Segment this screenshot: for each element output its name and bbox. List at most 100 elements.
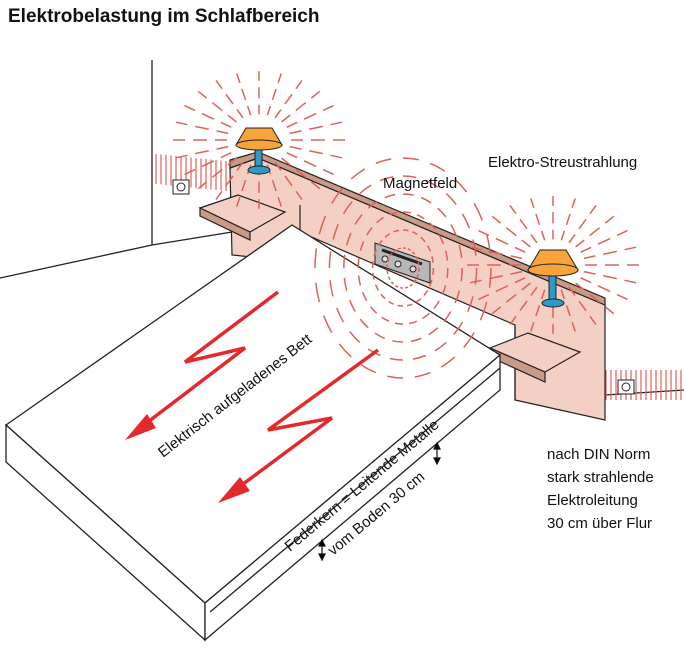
radiation-dash — [519, 218, 528, 230]
magnetic-field-arc — [388, 300, 394, 305]
radiation-dash — [624, 246, 637, 251]
magnetic-field-arc — [390, 281, 395, 285]
magnetic-field-arc — [372, 272, 375, 280]
radiation-dash — [489, 275, 503, 280]
radiation-dash — [295, 102, 307, 112]
radiation-dash — [241, 88, 247, 101]
magnetic-field-arc — [314, 248, 318, 269]
magnetic-field-arc — [474, 267, 478, 285]
radiation-dash — [236, 73, 241, 84]
magnetic-field-arc — [393, 249, 397, 253]
magnetic-field-arc — [402, 175, 417, 179]
radiation-dash — [583, 255, 596, 260]
radiation-dash — [530, 321, 535, 332]
arrow-1-head — [125, 414, 156, 440]
svg-text:stark strahlende: stark strahlende — [547, 469, 654, 486]
radiation-dash — [197, 90, 208, 99]
radiation-dash — [597, 237, 611, 245]
magnetic-field-arc — [423, 289, 429, 296]
magnetic-field-arc — [426, 245, 432, 252]
radiation-dash — [195, 125, 209, 130]
magnetic-field-arc — [380, 293, 386, 300]
radiation-dash — [236, 161, 244, 171]
radiation-dash — [241, 179, 247, 192]
magnetic-field-arc — [431, 256, 434, 264]
magnetic-field-arc — [410, 337, 422, 343]
radiation-dash — [519, 300, 528, 312]
magnetic-field-arc — [394, 322, 404, 325]
magnetic-field-arc — [438, 234, 445, 245]
radiation-dash — [227, 157, 237, 166]
magnetic-field-arc — [428, 327, 439, 336]
radiation-dash — [295, 190, 303, 201]
lamp-left — [235, 127, 283, 175]
radiation-dash — [580, 277, 592, 284]
radiation-dash — [286, 121, 298, 128]
radiation-dash — [184, 168, 196, 176]
radiation-dash — [603, 275, 617, 280]
radiation-dash — [201, 112, 215, 120]
radiation-dash — [303, 112, 317, 120]
radiation-dash — [589, 204, 597, 215]
radiation-dash — [303, 160, 317, 168]
magnetic-field-arc — [360, 364, 377, 374]
magnetic-field-arc — [428, 222, 436, 230]
magnetic-field-arc — [429, 279, 433, 287]
magnetic-field-arc — [379, 176, 394, 182]
radiation-dash — [604, 306, 615, 315]
magnetic-field-arc — [437, 207, 447, 218]
magnetic-field-arc — [374, 332, 385, 340]
electric-device — [374, 242, 431, 284]
magnetic-field-arc — [453, 321, 464, 336]
radiation-dash — [225, 93, 234, 105]
magnetic-field-arc — [338, 343, 352, 358]
page-title: Elektrobelastung im Schlafbereich — [8, 6, 320, 27]
radiation-dash — [310, 90, 321, 99]
radiation-dash — [295, 168, 307, 178]
bed — [4, 224, 502, 642]
radiation-dash — [274, 109, 282, 119]
radiation-dash — [330, 121, 343, 126]
radiation-dash — [271, 88, 277, 101]
svg-text:30 cm über Flur: 30 cm über Flur — [547, 515, 652, 532]
magnetic-field-arc — [357, 275, 362, 286]
radiation-dash — [211, 102, 223, 112]
radiation-dash — [175, 121, 188, 126]
wall-socket-right — [617, 379, 635, 395]
radiation-dash — [589, 227, 601, 237]
radiation-dash — [560, 230, 566, 241]
radiation-dash — [571, 198, 576, 209]
radiation-dash — [597, 285, 611, 293]
magnetic-field-arc — [373, 249, 377, 257]
radiation-dash — [495, 285, 509, 293]
svg-text:nach DIN Norm: nach DIN Norm — [547, 446, 650, 463]
magnetic-field-arc — [384, 233, 391, 238]
magnetic-field-arc — [406, 303, 413, 307]
magnetic-field-arc — [402, 193, 414, 196]
lamp-right — [527, 249, 579, 308]
magnetic-field-arc — [350, 168, 366, 180]
radiation-dash — [540, 289, 546, 300]
magnetic-field-arc — [394, 284, 399, 288]
magnetic-field-arc — [342, 200, 353, 215]
radiation-dash — [295, 79, 303, 90]
magnetic-field-arc — [454, 290, 461, 304]
magnetic-field-arc — [402, 157, 419, 161]
magnetic-field-arc — [343, 254, 346, 269]
magnetic-field-arc — [450, 224, 458, 237]
magnetic-field-arc — [402, 229, 409, 232]
magnetic-field-arc — [445, 193, 457, 205]
nightstand-left — [198, 194, 287, 241]
magnetic-field-arc — [429, 162, 446, 172]
radiation-dash — [246, 105, 252, 116]
magnetic-field-arc — [441, 285, 447, 295]
radiation-dash — [215, 79, 223, 90]
magnetic-field-arc — [407, 248, 412, 252]
radiation-dash — [505, 227, 517, 237]
radiation-dash — [603, 250, 617, 255]
radiation-dash — [197, 181, 208, 190]
radiation-dash — [330, 154, 343, 159]
magnetic-field-arc — [359, 184, 372, 195]
radiation-dash — [491, 215, 502, 224]
radiation-dash — [289, 130, 302, 135]
